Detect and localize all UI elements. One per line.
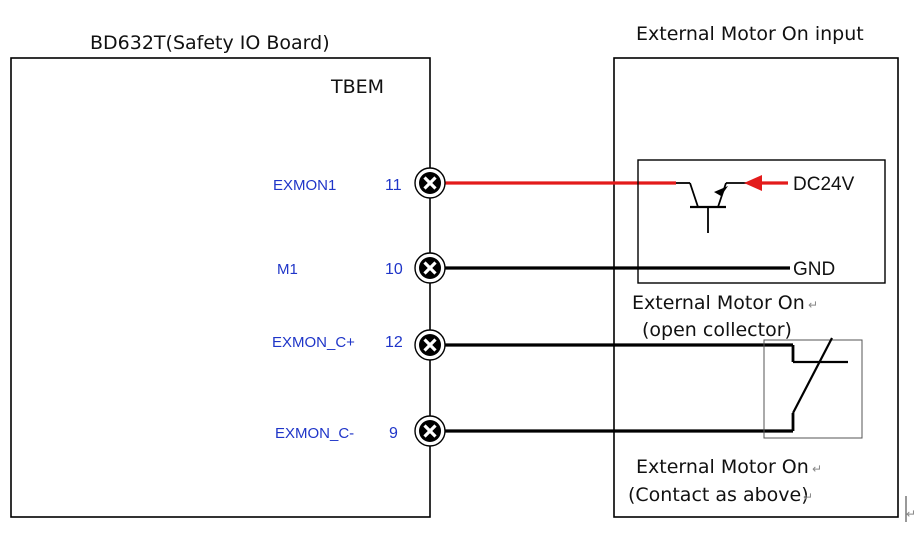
switch-contact-icon	[791, 337, 848, 431]
return-mark-icon: ↵	[803, 490, 813, 504]
contact-caption-2: (Contact as above)	[628, 484, 809, 506]
pin-10: 10	[385, 261, 403, 278]
gnd-label: GND	[793, 259, 835, 280]
pin-11: 11	[385, 177, 402, 194]
left-board-title: BD632T(Safety IO Board)	[90, 32, 330, 54]
right-board-title: External Motor On input	[636, 23, 864, 45]
return-mark-icon: ↵	[808, 298, 818, 312]
open-collector-caption-1: External Motor On	[632, 292, 805, 314]
signal-exmon-c-plus: EXMON_C+	[272, 334, 355, 351]
open-collector-box	[637, 159, 886, 284]
terminal-12	[413, 328, 447, 362]
arrow-left-icon	[744, 175, 762, 191]
right-board-box	[613, 57, 899, 518]
pin-9: 9	[389, 425, 398, 442]
open-collector-caption-2: (open collector)	[642, 319, 792, 341]
transistor-icon	[676, 182, 752, 233]
signal-m1: M1	[277, 261, 298, 278]
contact-box	[763, 339, 863, 439]
pin-12: 12	[385, 334, 403, 351]
return-mark-icon: ↵	[812, 462, 822, 476]
connector-label: TBEM	[330, 76, 384, 98]
terminal-10	[413, 251, 447, 285]
signal-exmon-c-minus: EXMON_C-	[275, 425, 354, 442]
terminal-11	[413, 166, 447, 200]
signal-exmon1: EXMON1	[273, 177, 336, 194]
return-mark-icon: ↵	[906, 507, 914, 521]
contact-caption-1: External Motor On	[636, 456, 809, 478]
terminal-9	[413, 414, 447, 448]
dc24v-label: DC24V	[793, 174, 855, 195]
left-board-box	[10, 57, 431, 518]
